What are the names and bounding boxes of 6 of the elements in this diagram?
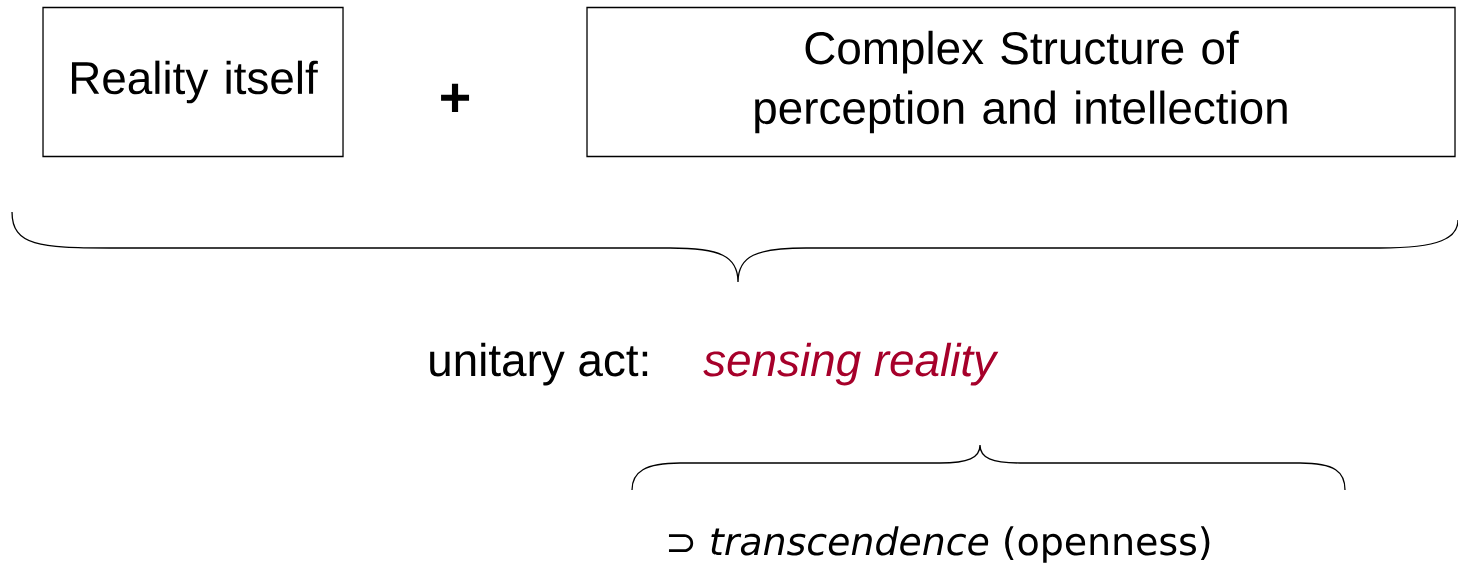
highlighted-text: sensing reality [703,342,999,386]
caption-text: unitary act: [430,342,648,386]
text-box: Reality itself [42,6,344,158]
plus-sign: + [441,83,470,112]
caption-text: ⊃ transcendence (openness) [669,526,1210,563]
text-box: Complex Structure of perception and intellection [586,6,1456,158]
